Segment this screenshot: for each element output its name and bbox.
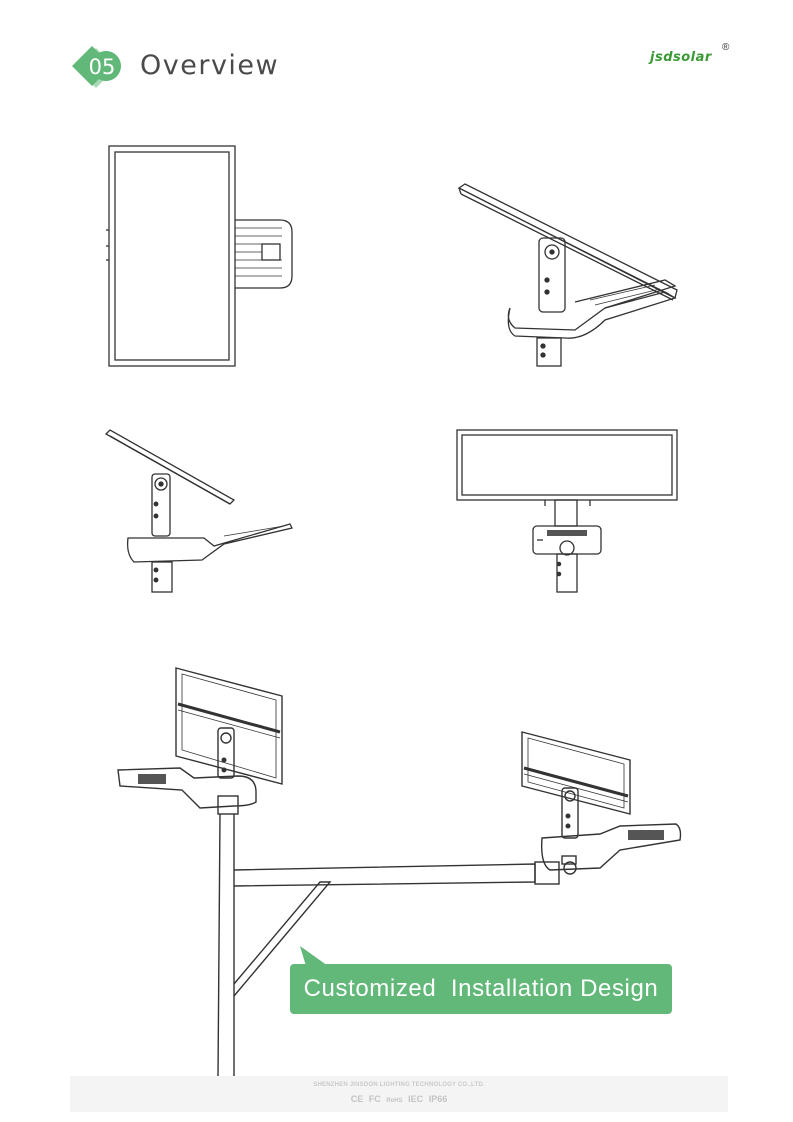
street-light-perspective-drawing <box>457 183 678 367</box>
footer-company-name: SHENZHEN JINSDON LIGHTING TECHNOLOGY CO.… <box>313 1082 485 1088</box>
ip66-label: IP66 <box>428 1094 448 1104</box>
section-number: 05 <box>89 55 116 79</box>
registered-mark: ® <box>722 42 730 53</box>
rohs-mark-icon: RoHS <box>386 1098 403 1104</box>
section-badge-icon: 05 <box>72 46 121 88</box>
brand-logo: jsdsolar ® <box>650 42 729 74</box>
logo-text: jsdsolar <box>650 50 712 65</box>
ce-mark-icon: CE <box>350 1094 364 1104</box>
iec-mark-icon: IEC <box>408 1094 424 1104</box>
fcc-mark-icon: FC <box>368 1094 381 1104</box>
double-arm-pole-installation-drawing <box>117 667 682 1076</box>
street-light-top-view-drawing <box>106 145 293 367</box>
street-light-front-drawing <box>456 429 678 593</box>
footer-certifications: CE FC RoHS IEC IP66 <box>70 1094 728 1104</box>
street-light-side-drawing <box>104 429 293 593</box>
banner-pointer-icon <box>300 946 328 966</box>
page-title: Overview <box>140 50 280 81</box>
installation-banner: Customized Installation Design <box>290 964 672 1014</box>
page-footer: SHENZHEN JINSDON LIGHTING TECHNOLOGY CO.… <box>70 1076 728 1112</box>
